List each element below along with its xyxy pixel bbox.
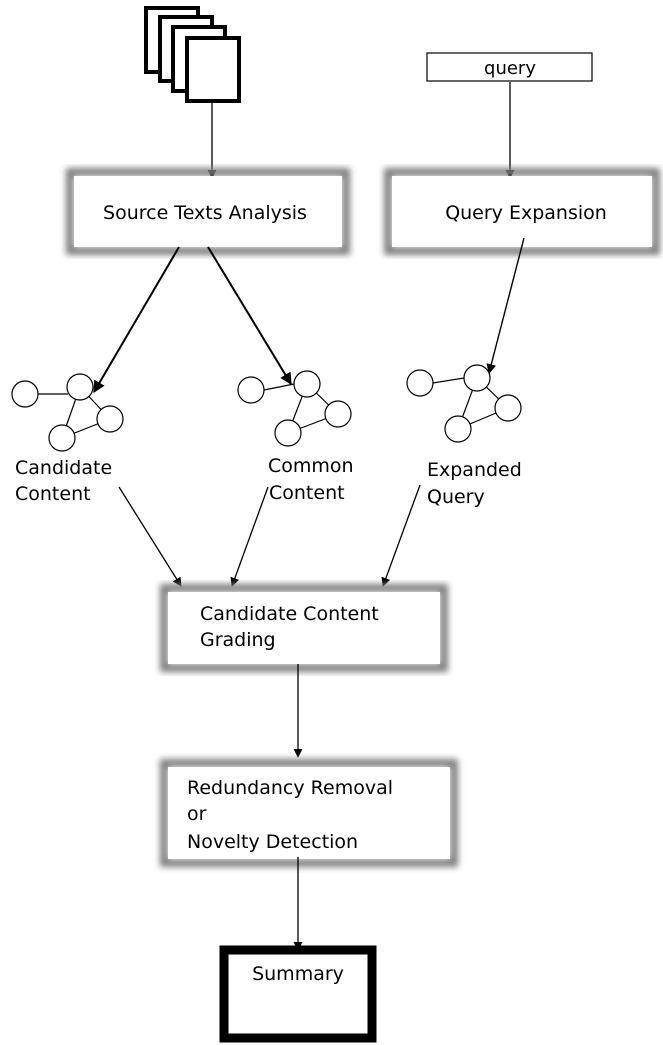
grading-box: Candidate Content Grading <box>160 584 448 672</box>
expanded-query-label-line1: Expanded <box>427 459 522 481</box>
novelty-box: Redundancy Removal or Novelty Detection <box>160 759 458 867</box>
source-analysis-box: Source Texts Analysis <box>66 168 350 255</box>
common-content-label-line1: Common <box>268 455 354 477</box>
grading-label-line2: Grading <box>200 629 276 651</box>
summary-box: Summary <box>219 945 377 1043</box>
expanded-query-graph-icon <box>406 364 522 443</box>
common-graph-icon <box>237 370 352 447</box>
analysis-to-candidate-arrow <box>93 246 180 394</box>
common-to-grading-arrow <box>230 486 269 587</box>
documents-stack-icon <box>144 6 241 103</box>
summary-label: Summary <box>252 963 344 985</box>
source-analysis-label: Source Texts Analysis <box>103 202 307 224</box>
common-content-label-line2: Content <box>269 482 345 504</box>
novelty-label-line1: Redundancy Removal <box>187 777 393 799</box>
expanded-query-label-line2: Query <box>427 486 485 508</box>
expanded-to-grading-arrow <box>381 484 421 587</box>
novelty-label-line3: Novelty Detection <box>187 831 358 853</box>
candidate-content-label-line2: Content <box>15 483 91 505</box>
candidate-graph-icon <box>11 373 124 452</box>
query-box: query <box>426 52 593 82</box>
candidate-content-label-line1: Candidate <box>15 457 112 479</box>
query-expansion-label: Query Expansion <box>445 202 607 224</box>
novelty-label-line2: or <box>187 803 207 825</box>
query-label: query <box>484 58 536 79</box>
expansion-to-expanded-arrow <box>486 237 525 374</box>
grading-label-line1: Candidate Content <box>200 603 379 625</box>
query-expansion-box: Query Expansion <box>384 168 660 255</box>
analysis-to-common-arrow <box>207 246 292 386</box>
candidate-to-grading-arrow <box>118 486 182 587</box>
